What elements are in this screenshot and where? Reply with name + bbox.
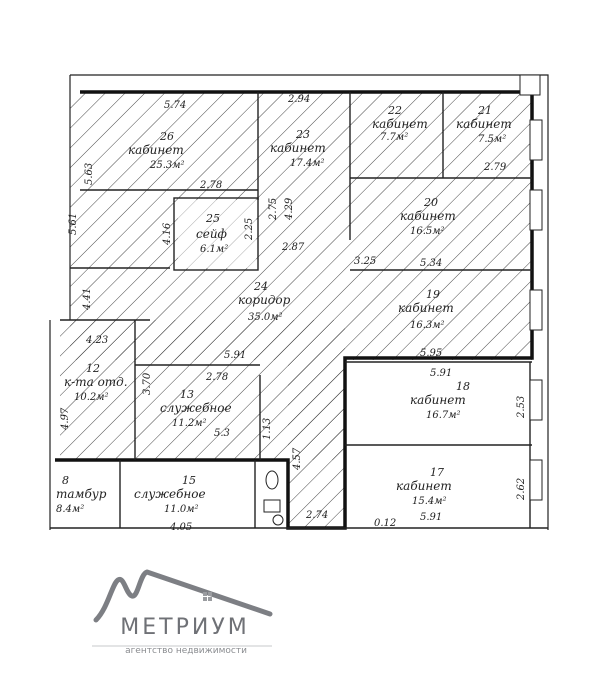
room-8-name: тамбур <box>56 487 107 501</box>
roof-logo-icon <box>93 569 273 623</box>
brand-name: МЕТРИУМ <box>120 615 250 640</box>
dimension-label: 2.78 <box>199 180 222 191</box>
dimension-label: 4.41 <box>82 288 93 311</box>
room-23-area: 17.4м² <box>290 158 325 169</box>
room-18-name: кабинет <box>410 393 466 407</box>
room-13-number: 13 <box>180 388 194 401</box>
room-12-area: 10.2м² <box>74 392 109 403</box>
room-23-number: 23 <box>295 128 310 141</box>
room-17-area: 15.4м² <box>412 496 447 507</box>
windows <box>519 74 543 501</box>
room-22-name: кабинет <box>372 117 428 131</box>
dimension-label: 5.91 <box>420 512 442 523</box>
room-19a-area: 16.3м² <box>410 320 445 331</box>
plumbing-fixtures <box>263 470 284 526</box>
window-icon <box>203 592 212 601</box>
room-22-number: 22 <box>387 104 402 117</box>
room-12-name: к-та отд. <box>64 375 128 389</box>
room-8-area: 8.4м² <box>56 504 84 515</box>
dimension-labels: 5.74 2.94 2.78 2.79 3.25 5.34 5.91 5.95 … <box>60 94 527 533</box>
room-25-name: сейф <box>196 227 227 241</box>
dimension-label: 2.94 <box>287 94 310 105</box>
dimension-label: 5.74 <box>164 100 186 111</box>
room-26-name: кабинет <box>128 143 184 157</box>
dimension-label: 3.25 <box>354 256 376 267</box>
room-26-area: 25.3м² <box>149 160 185 171</box>
agency-logo <box>0 560 610 679</box>
floor-plan: 26 кабинет 25.3м² 23 кабинет 17.4м² 22 к… <box>49 74 549 533</box>
brand-tagline: агентство недвижимости <box>125 646 247 656</box>
dimension-label: 0.12 <box>374 518 396 529</box>
room-25-number: 25 <box>205 212 220 225</box>
dimension-label: 5.95 <box>420 348 442 359</box>
room-15-name: служебное <box>134 487 206 501</box>
plan-outline <box>49 74 549 530</box>
dimension-label: 1.13 <box>262 418 273 440</box>
dimension-label: 2.62 <box>516 478 527 501</box>
dimension-label: 2.53 <box>516 396 527 419</box>
dimension-label: 2.75 <box>268 198 279 221</box>
room-24-area: 35.0м² <box>248 312 283 323</box>
dimension-label: 2.78 <box>205 372 228 383</box>
dimension-label: 4.57 <box>292 447 303 471</box>
room-21-area: 7.5м² <box>478 134 506 145</box>
room-17-number: 17 <box>430 466 444 479</box>
room-26-number: 26 <box>159 130 174 143</box>
room-17-name: кабинет <box>396 479 452 493</box>
dimension-label: 4.16 <box>162 222 173 246</box>
dimension-label: 2.87 <box>281 242 305 253</box>
dimension-label: 4.05 <box>169 522 192 533</box>
room-19a-name: кабинет <box>398 301 454 315</box>
room-12-number: 12 <box>86 362 100 375</box>
room-8-number: 8 <box>62 474 69 487</box>
dimension-label: 2.79 <box>483 162 507 173</box>
room-20-area: 16.5м² <box>410 226 445 237</box>
dimension-label: 2.25 <box>244 218 255 241</box>
dimension-label: 4.29 <box>284 197 295 221</box>
dimension-label: 5.91 <box>224 350 246 361</box>
room-15-number: 15 <box>182 474 196 487</box>
hatched-areas <box>60 92 532 528</box>
room-25-area: 6.1м² <box>200 244 228 255</box>
room-13-name: служебное <box>160 401 232 415</box>
dimension-label: 2.74 <box>305 510 328 521</box>
dimension-label: 4.23 <box>85 335 108 346</box>
dimension-label: 5.61 <box>68 213 79 235</box>
dimension-label: 5.3 <box>214 428 230 439</box>
dimension-label: 4.97 <box>60 407 71 431</box>
room-labels: 26 кабинет 25.3м² 23 кабинет 17.4м² 22 к… <box>56 104 512 515</box>
dimension-label: 5.91 <box>430 368 452 379</box>
dimension-label: 5.63 <box>84 163 95 185</box>
room-20-number: 20 <box>423 196 438 209</box>
partitions <box>50 92 548 529</box>
dimension-label: 3.70 <box>142 372 153 395</box>
room-19a-number: 19 <box>426 288 440 301</box>
room-24-name: коридор <box>238 293 291 307</box>
room-24-number: 24 <box>253 280 268 293</box>
dimension-label: 5.34 <box>420 258 442 269</box>
room-15-area: 11.0м² <box>164 504 199 515</box>
room-18-area: 16.7м² <box>426 410 461 421</box>
room-22-area: 7.7м² <box>380 132 408 143</box>
room-13-area: 11.2м² <box>172 418 207 429</box>
room-21-number: 21 <box>477 104 492 117</box>
room-21-name: кабинет <box>456 117 512 131</box>
room-23-name: кабинет <box>270 141 326 155</box>
room-20-name: кабинет <box>400 209 456 223</box>
room-18-number: 18 <box>456 380 470 393</box>
